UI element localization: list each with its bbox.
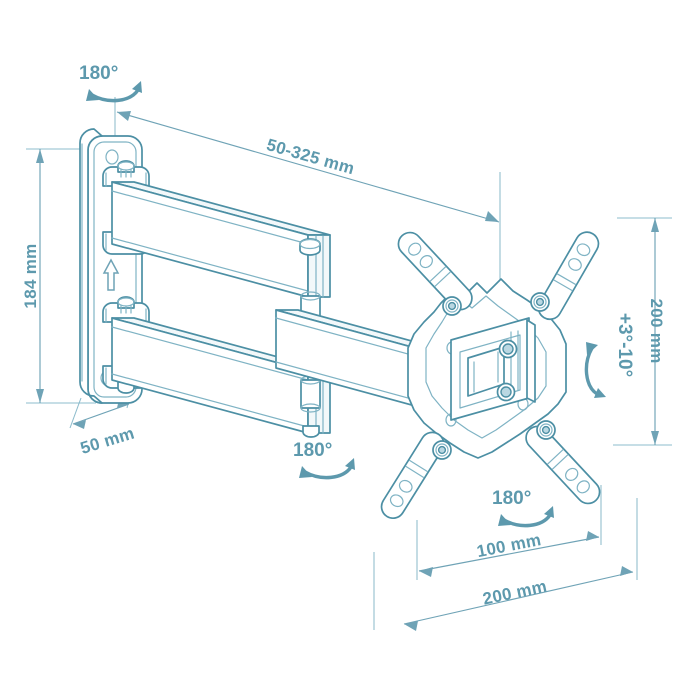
vesa-arm-bottom-right <box>525 425 601 505</box>
vesa-arm-bottom-left-bolt <box>432 440 452 460</box>
vesa-arm-bottom-right-bolt <box>536 420 556 440</box>
rotation-annotation-elbow: 180° <box>293 440 355 480</box>
rotation-label-wall-top: 180° <box>79 63 118 84</box>
vesa-tilt-mechanism <box>450 317 536 421</box>
dimension-184mm: 184 mm <box>21 148 96 404</box>
vesa-arm-top-left-bolt <box>442 296 462 316</box>
rotation-label-head: 180° <box>492 488 531 509</box>
dimension-200mm-vertical: 200 mm <box>613 217 672 446</box>
rotation-label-tilt: +3°-10° <box>614 313 635 377</box>
vesa-arm-top-right-bolt <box>530 292 550 312</box>
dimension-label-200mm-vertical: 200 mm <box>647 298 666 363</box>
rotation-label-elbow: 180° <box>293 440 332 461</box>
rotation-annotation-wall-top: 180° <box>79 63 142 103</box>
dimension-label-184mm: 184 mm <box>21 243 40 308</box>
rotation-annotation-tilt: +3°-10° <box>584 313 635 398</box>
rotation-annotation-head: 180° <box>492 488 554 528</box>
vesa-arm-bottom-left <box>380 431 445 519</box>
vesa-arm-top-left <box>397 231 473 311</box>
vesa-arm-top-right <box>537 231 600 321</box>
orientation-up-arrow-icon <box>102 258 120 291</box>
